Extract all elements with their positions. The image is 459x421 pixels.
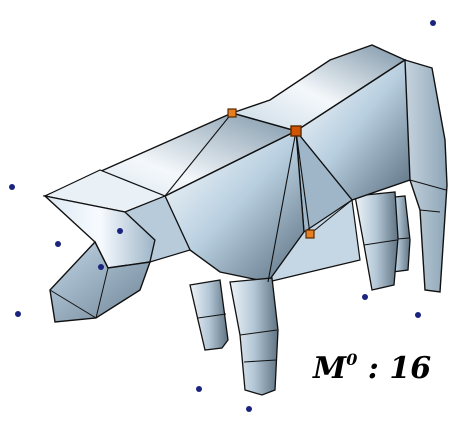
control-point (430, 20, 436, 26)
control-point (196, 386, 202, 392)
anchor-point (306, 230, 314, 238)
control-point (55, 241, 61, 247)
anchor-point (291, 126, 301, 136)
back-leg-near (355, 192, 398, 290)
control-point (98, 264, 104, 270)
caption-letter: M (313, 351, 346, 386)
control-point (9, 184, 15, 190)
control-point (415, 312, 421, 318)
front-leg-far (190, 280, 228, 350)
control-point (15, 311, 21, 317)
caption-separator: : (357, 351, 389, 386)
control-point (362, 294, 368, 300)
caption-number: 16 (389, 351, 431, 386)
anchor-point (228, 109, 236, 117)
control-point (117, 228, 123, 234)
caption-label: M0 : 16 (313, 352, 431, 384)
front-leg-near (230, 278, 278, 395)
control-point (246, 406, 252, 412)
caption-superscript: 0 (346, 350, 357, 369)
